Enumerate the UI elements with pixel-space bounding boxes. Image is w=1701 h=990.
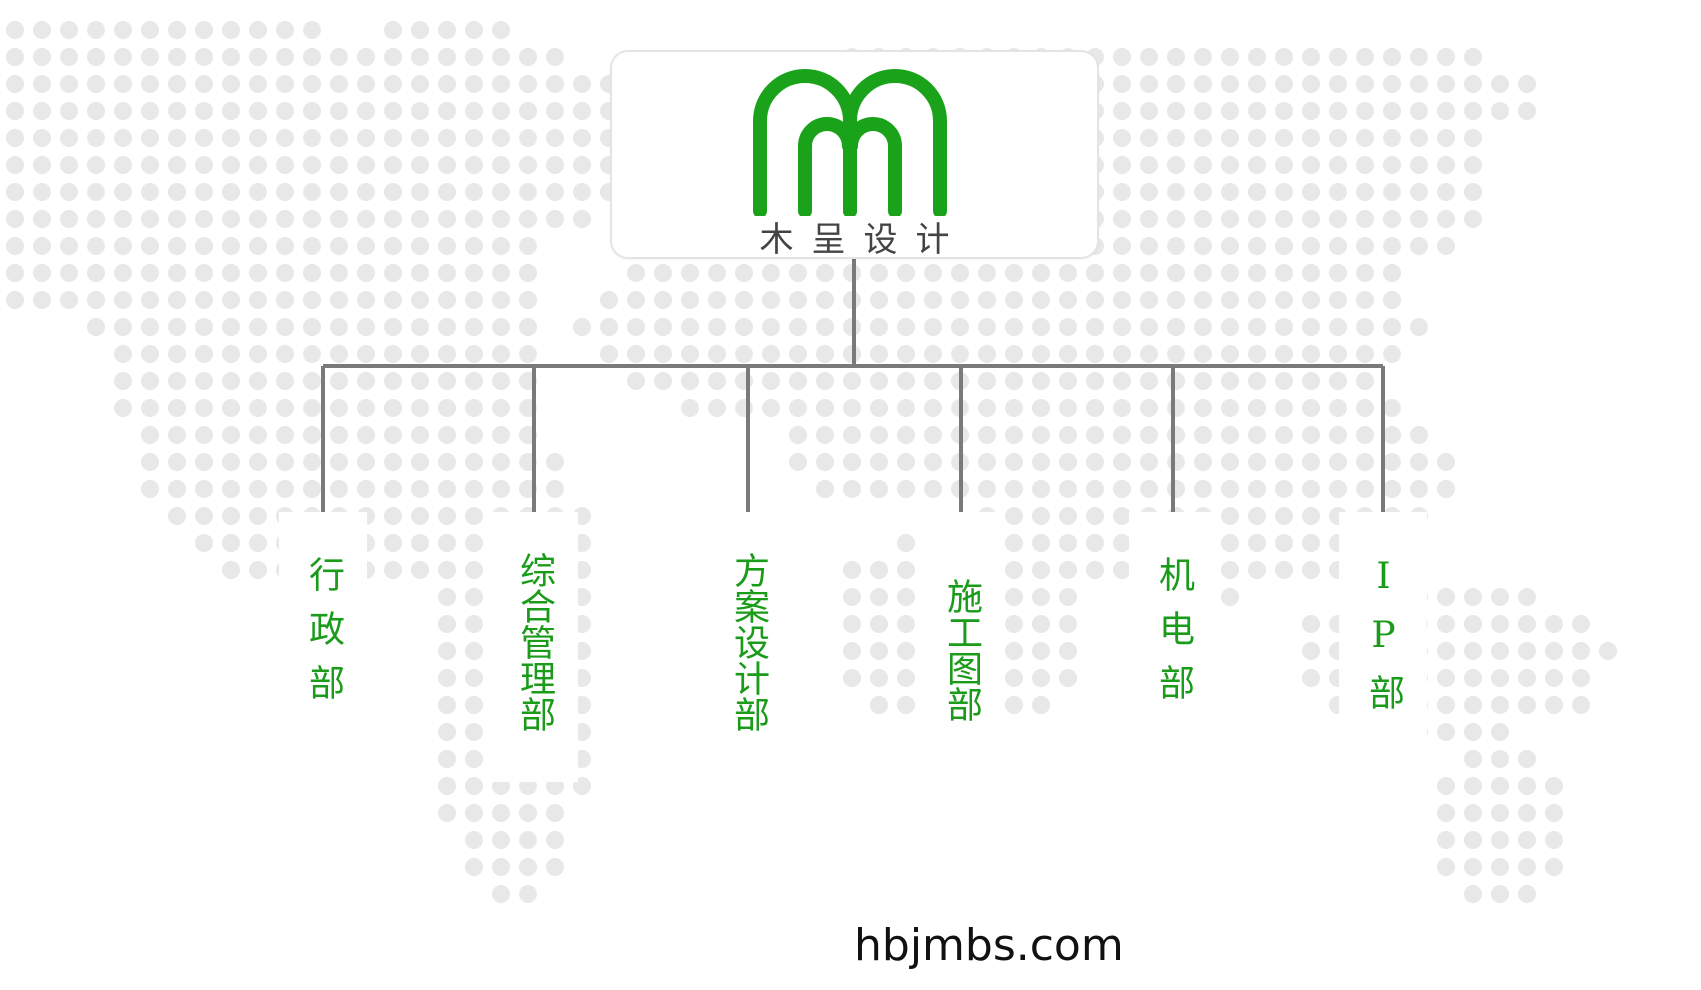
- dept-label-mep: 机电部: [1153, 556, 1194, 718]
- dept-box-mep: 机电部: [1129, 512, 1217, 782]
- company-name: 木呈设计: [759, 220, 968, 260]
- dept-box-ip: IP部: [1339, 512, 1427, 782]
- dept-box-construction-drawing: 施工图部: [917, 512, 1005, 782]
- website-url: hbjmbs.com: [854, 920, 1124, 971]
- dept-box-scheme-design: 方案设计部: [704, 512, 792, 782]
- dept-box-admin: 行政部: [279, 512, 367, 782]
- dept-label-construction-drawing: 施工图部: [941, 578, 982, 722]
- company-logo-box: 木呈设计: [610, 50, 1099, 260]
- dept-label-ip: IP部: [1363, 556, 1404, 728]
- dept-label-scheme-design: 方案设计部: [728, 552, 769, 732]
- dept-label-general-management: 综合管理部: [514, 552, 555, 732]
- dept-label-admin: 行政部: [303, 556, 344, 718]
- mm-logo-icon: [753, 69, 947, 216]
- dept-box-general-management: 综合管理部: [490, 512, 578, 782]
